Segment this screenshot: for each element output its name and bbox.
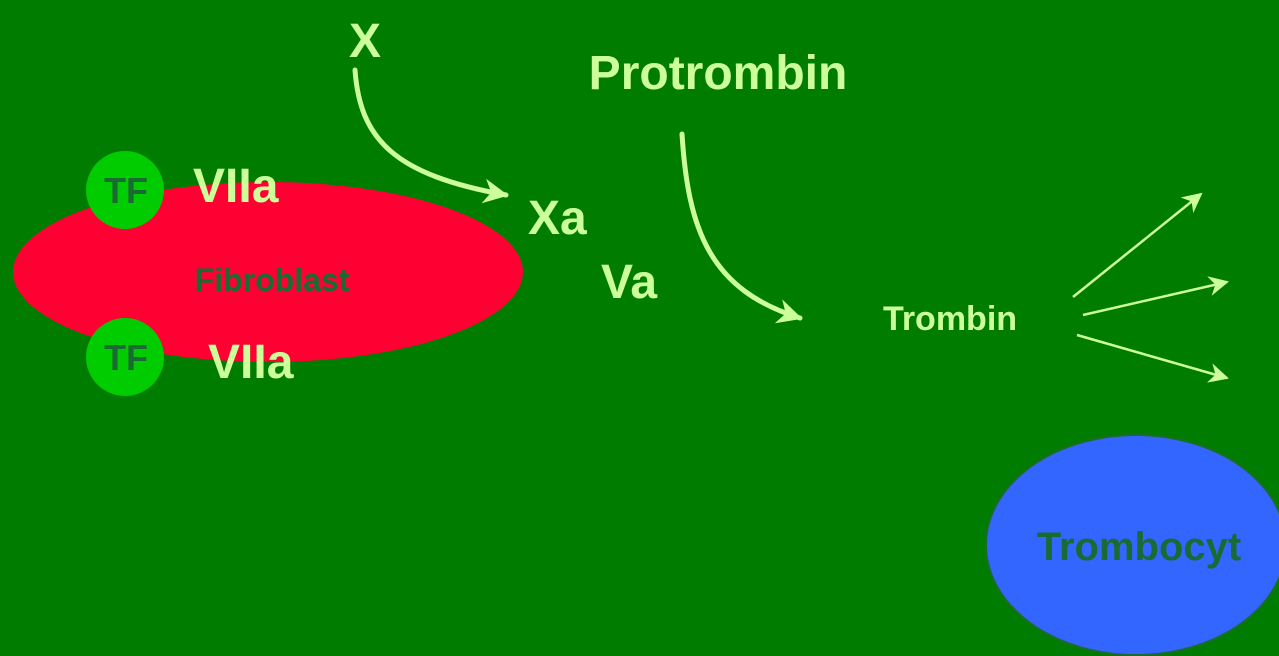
protrombin-to-trombin-arrow bbox=[679, 131, 803, 324]
tf-label-top: TF bbox=[104, 170, 148, 211]
viia-label-top: VIIa bbox=[193, 160, 279, 213]
trombocyt-label: Trombocyt bbox=[1037, 525, 1241, 569]
viia-label-bottom: VIIa bbox=[208, 336, 294, 389]
trombin-arrow-mid bbox=[1082, 276, 1229, 317]
fibroblast-cell bbox=[13, 182, 523, 362]
tf-circle-top bbox=[86, 151, 164, 229]
x-to-xa-arrow bbox=[352, 67, 509, 204]
trombocyt-cell bbox=[985, 434, 1279, 656]
tf-label-bottom: TF bbox=[104, 337, 148, 378]
fibroblast-label: Fibroblast bbox=[195, 262, 350, 298]
tf-circle-bottom bbox=[86, 318, 164, 396]
trombin-arrow-up bbox=[1072, 192, 1203, 298]
trombin-arrow-down bbox=[1076, 333, 1229, 383]
factor-x-label: X bbox=[349, 15, 381, 68]
protrombin-label: Protrombin bbox=[589, 47, 848, 100]
trombin-label: Trombin bbox=[883, 300, 1017, 338]
va-label: Va bbox=[601, 256, 657, 309]
xa-label: Xa bbox=[528, 192, 587, 245]
